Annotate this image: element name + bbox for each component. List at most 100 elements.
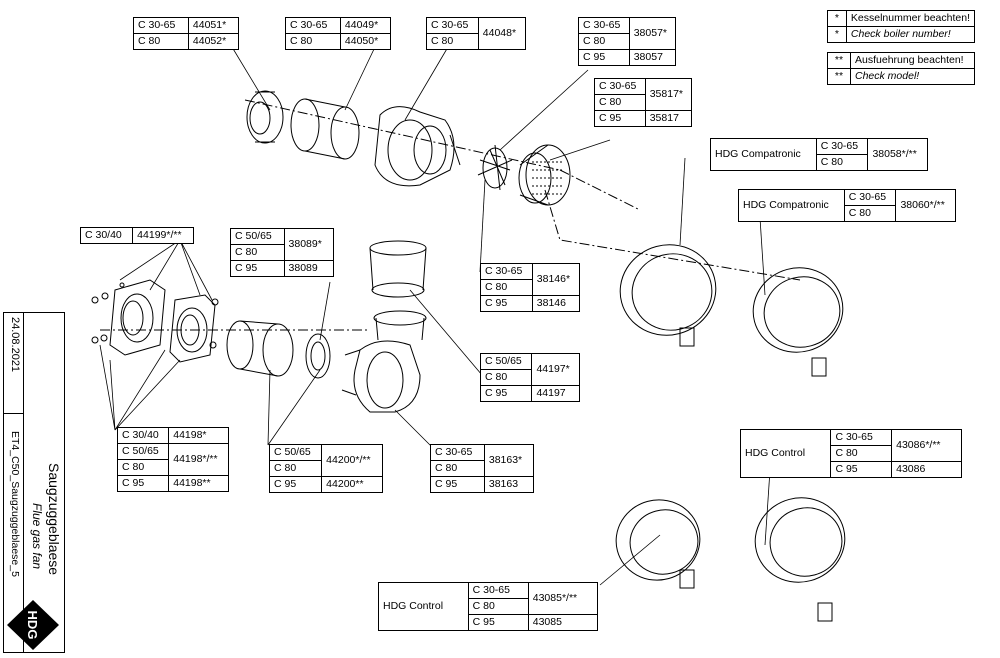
part-number-cell: 43086 bbox=[891, 461, 962, 478]
part-number-cell: 38058*/** bbox=[867, 138, 928, 171]
model-cell: C 95 bbox=[480, 295, 533, 312]
model-cell: C 95 bbox=[268, 476, 323, 493]
legend-symbol: ** bbox=[827, 52, 851, 69]
legend-boiler-number: *Kesselnummer beachten! *Check boiler nu… bbox=[827, 10, 976, 43]
part-number-cell: 44197* bbox=[531, 353, 580, 386]
part-number-cell: 38089 bbox=[283, 260, 335, 277]
leader-lines bbox=[99, 46, 771, 586]
model-cell: C 80 bbox=[815, 154, 869, 171]
part-number-cell: 38089* bbox=[283, 228, 335, 261]
hdg-logo: HDG bbox=[7, 600, 59, 650]
model-cell: C 95 bbox=[830, 461, 893, 478]
model-cell: C 80 bbox=[285, 33, 341, 50]
model-cell: C 95 bbox=[467, 614, 529, 631]
part-number-cell: 44052* bbox=[187, 33, 240, 50]
legend-text: Check boiler number! bbox=[845, 26, 976, 43]
model-cell: C 30/40 bbox=[79, 227, 134, 244]
part-number-cell: 38163* bbox=[483, 444, 535, 477]
cable-control-2 bbox=[615, 499, 701, 589]
part-number-cell: 43085 bbox=[527, 614, 599, 631]
model-cell: C 30-65 bbox=[594, 78, 646, 95]
model-cell: C 80 bbox=[133, 33, 189, 50]
part-number-cell: 44200*/** bbox=[321, 444, 383, 477]
bolts bbox=[91, 282, 219, 349]
part-number-cell: 38057 bbox=[628, 49, 677, 66]
model-cell: C 50/65 bbox=[116, 443, 170, 460]
cable-label-cell: HDG Control bbox=[378, 582, 469, 631]
model-cell: C 30-65 bbox=[830, 429, 893, 446]
legend-symbol: * bbox=[827, 26, 847, 43]
model-cell: C 80 bbox=[430, 460, 485, 477]
drawing-number: ET4_C50_Saugzuggeblaese_5 bbox=[9, 431, 21, 577]
model-cell: C 80 bbox=[479, 369, 533, 386]
model-cell: C 30/40 bbox=[116, 427, 170, 444]
model-cell: C 30-65 bbox=[430, 444, 485, 461]
title-block: 24.08.2021 ET4_C50_Saugzuggeblaese_5 Sau… bbox=[3, 312, 65, 653]
upper-tube bbox=[290, 98, 360, 160]
model-cell: C 95 bbox=[430, 476, 485, 493]
legend-model: **Ausfuehrung beachten! **Check model! bbox=[827, 52, 975, 85]
legend-text: Kesselnummer beachten! bbox=[845, 10, 976, 27]
cable-label-cell: HDG Compatronic bbox=[710, 138, 817, 171]
part-number-cell: 44200** bbox=[321, 476, 383, 493]
part-number-cell: 44051* bbox=[187, 17, 240, 34]
part-number-cell: 44199*/** bbox=[132, 227, 194, 244]
model-cell: C 80 bbox=[467, 598, 529, 615]
part-number-cell: 43086*/** bbox=[891, 429, 962, 462]
part-number-cell: 43085*/** bbox=[527, 582, 599, 615]
cable-label-cell: HDG Control bbox=[739, 429, 832, 478]
model-cell: C 50/65 bbox=[479, 353, 533, 370]
legend-symbol: ** bbox=[827, 68, 851, 85]
model-cell: C 30-65 bbox=[578, 17, 630, 34]
title-english: Flue gas fan bbox=[30, 503, 44, 570]
lower-tube bbox=[226, 320, 294, 377]
fan-impeller bbox=[477, 144, 513, 191]
model-cell: C 80 bbox=[230, 244, 285, 261]
legend-text: Check model! bbox=[850, 68, 975, 85]
legend-text: Ausfuehrung beachten! bbox=[850, 52, 975, 69]
model-cell: C 95 bbox=[479, 385, 533, 402]
model-cell: C 80 bbox=[268, 460, 323, 477]
part-number-cell: 38163 bbox=[483, 476, 535, 493]
model-cell: C 30-65 bbox=[426, 17, 479, 34]
model-cell: C 95 bbox=[594, 110, 646, 127]
upper-flange-ring bbox=[246, 90, 284, 144]
model-cell: C 80 bbox=[480, 279, 533, 296]
model-cell: C 30-65 bbox=[467, 582, 529, 599]
part-number-cell: 44198** bbox=[168, 475, 229, 492]
model-cell: C 95 bbox=[230, 260, 285, 277]
model-cell: C 50/65 bbox=[230, 228, 285, 245]
model-cell: C 30-65 bbox=[480, 263, 533, 280]
part-number-cell: 35817 bbox=[644, 110, 693, 127]
part-number-cell: 35817* bbox=[644, 78, 693, 111]
lower-stack bbox=[369, 240, 427, 341]
model-cell: C 80 bbox=[578, 33, 630, 50]
part-number-cell: 38057* bbox=[628, 17, 677, 50]
upper-fan-housing bbox=[374, 106, 461, 187]
model-cell: C 50/65 bbox=[268, 444, 323, 461]
model-cell: C 30-65 bbox=[815, 138, 869, 155]
part-number-cell: 44197 bbox=[531, 385, 580, 402]
drawing-date: 24.08.2021 bbox=[9, 317, 21, 373]
model-cell: C 30-65 bbox=[285, 17, 341, 34]
lower-mounting-plate bbox=[109, 279, 166, 356]
cable-label-cell: HDG Compatronic bbox=[738, 189, 845, 222]
model-cell: C 95 bbox=[578, 49, 630, 66]
cable-control-1 bbox=[754, 497, 846, 622]
